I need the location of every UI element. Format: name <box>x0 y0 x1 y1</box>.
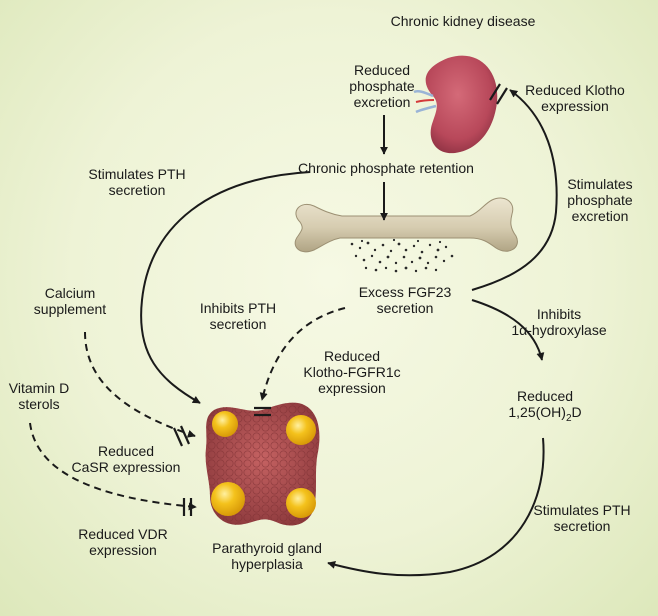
casr-block-mark <box>172 425 191 447</box>
phosphate-deposits <box>350 238 454 273</box>
label-stimulates-pth-secretion-top: Stimulates PTH secretion <box>88 166 186 198</box>
label-reduced-125oh2d: Reduced 1,25(OH)2D <box>490 388 600 427</box>
parathyroid-nodule <box>211 482 245 516</box>
parathyroid-nodule <box>286 415 316 445</box>
arrow-125oh2d-stimulates-pth <box>327 437 545 577</box>
arrow-fgf23-inhibits-pth <box>259 307 346 401</box>
label-calcium-supplement: Calcium supplement <box>33 285 107 317</box>
label-reduced-vdr-expression: Reduced VDR expression <box>78 526 168 558</box>
label-reduced-125oh2d-line1: Reduced <box>516 388 574 404</box>
arrow-fgf23-inhibits-1a-hydroxylase <box>471 299 545 361</box>
kidney-illustration <box>413 55 498 154</box>
klotho-block-mark <box>489 83 508 105</box>
label-excess-fgf23-secretion: Excess FGF23 secretion <box>358 284 452 316</box>
label-inhibits-pth-secretion: Inhibits PTH secretion <box>199 300 277 332</box>
arrow-calcium-supplement <box>84 331 196 438</box>
klotho-fgfr1c-block-mark <box>254 406 271 417</box>
label-reduced-klotho-expression: Reduced Klotho expression <box>525 82 625 114</box>
vdr-block-mark <box>182 498 193 516</box>
parathyroid-gland-illustration <box>205 402 320 526</box>
label-reduced-125oh2d-line2: 1,25(OH)2D <box>508 404 582 424</box>
label-reduced-klotho-fgfr1c-expression: Reduced Klotho-FGFR1c expression <box>303 348 401 396</box>
bone-illustration <box>294 197 518 273</box>
title-chronic-kidney-disease: Chronic kidney disease <box>390 13 536 29</box>
parathyroid-nodule <box>286 488 316 518</box>
label-parathyroid-gland-hyperplasia: Parathyroid gland hyperplasia <box>212 540 322 572</box>
dashed-arrows <box>29 307 346 511</box>
label-stimulates-pth-secretion-bottom: Stimulates PTH secretion <box>533 502 631 534</box>
parathyroid-nodule <box>212 411 238 437</box>
arrow-retention-stimulates-pth <box>140 171 311 404</box>
solid-arrows <box>140 89 558 577</box>
arrow-vitamin-d-sterols <box>29 422 197 511</box>
label-stimulates-phosphate-excretion: Stimulates phosphate excretion <box>567 176 633 224</box>
arrow-fgf23-stimulates-phosphate-excretion <box>471 89 558 291</box>
label-vitamin-d-sterols: Vitamin D sterols <box>8 380 70 412</box>
label-chronic-phosphate-retention: Chronic phosphate retention <box>298 160 474 176</box>
label-reduced-casr-expression: Reduced CaSR expression <box>71 443 181 475</box>
block-marks <box>172 83 508 516</box>
label-reduced-phosphate-excretion: Reduced phosphate excretion <box>349 62 415 110</box>
label-inhibits-1a-hydroxylase: Inhibits 1α-hydroxylase <box>511 306 607 338</box>
